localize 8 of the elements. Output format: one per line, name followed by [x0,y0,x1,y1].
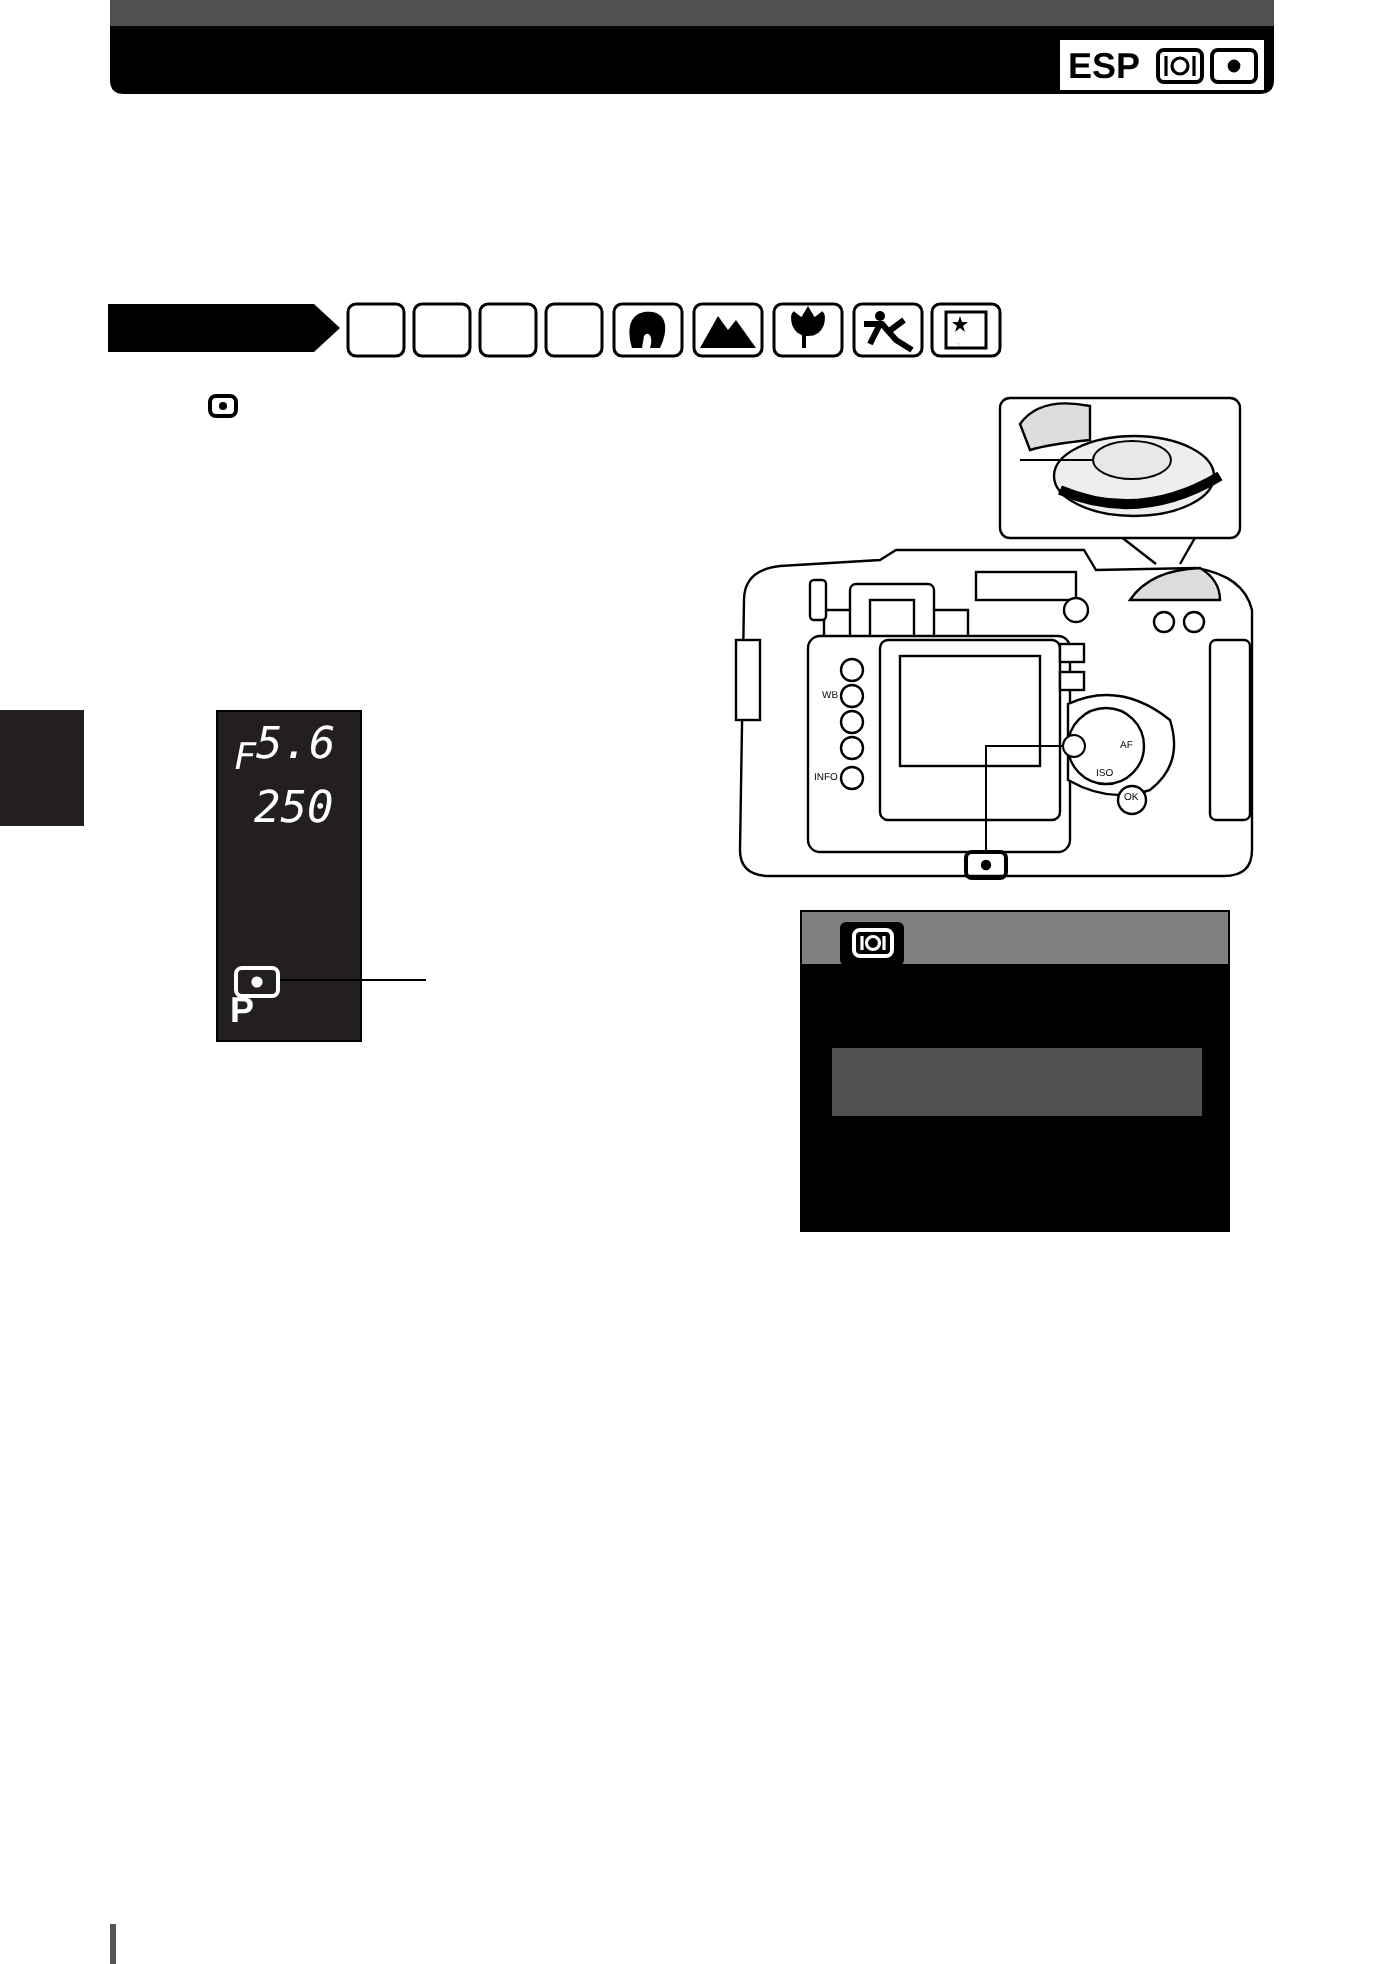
mode-indicator: P [230,992,255,1028]
leader-line [1019,459,1093,461]
leader-line [985,745,1063,851]
shutter-speed-value: 250 [254,788,334,832]
metering-mode-badge-text: ESP [1068,48,1141,84]
leader-line [277,979,427,981]
aperture-value: $_{F}$5.6 [234,724,336,778]
viewfinder-display [216,710,362,1042]
